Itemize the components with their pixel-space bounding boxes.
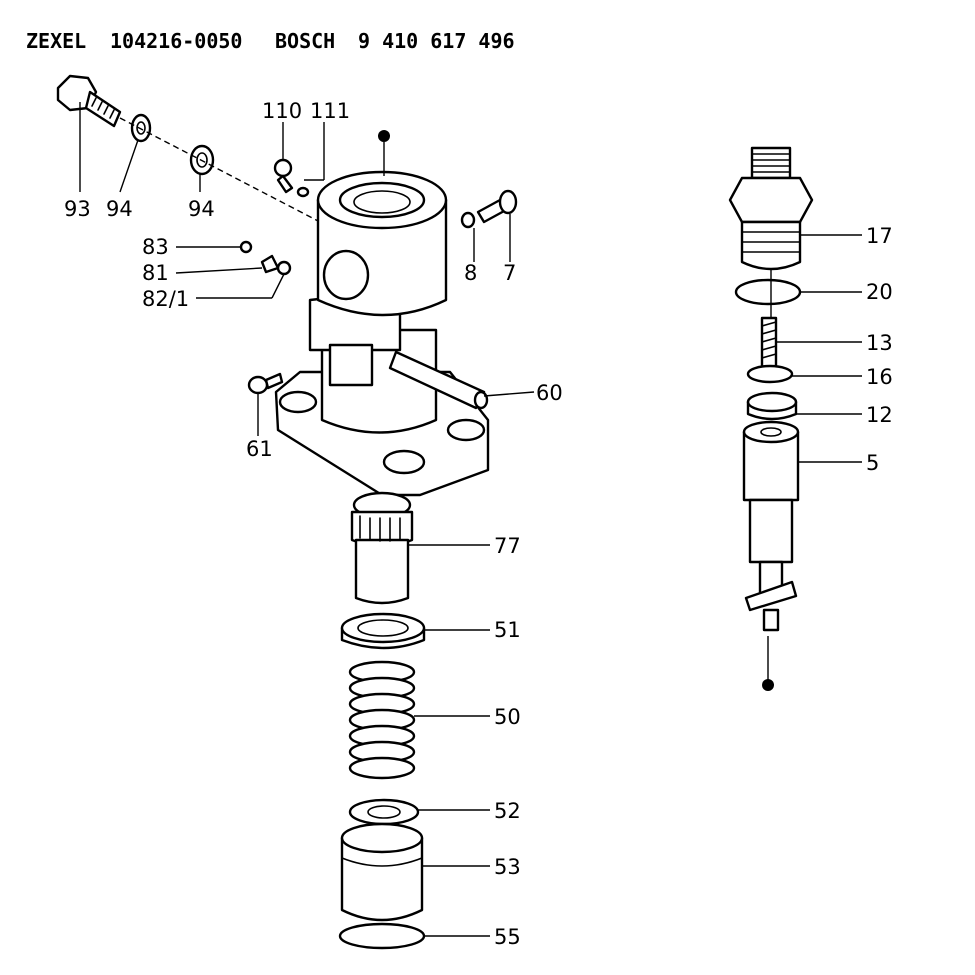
- part-52-lower-seat: [348, 798, 420, 826]
- callout-12: 12: [866, 403, 893, 427]
- callout-94-a: 94: [106, 197, 133, 221]
- part-81-clip: [260, 254, 280, 274]
- part-94-washer-a: [130, 113, 152, 143]
- callout-20: 20: [866, 280, 893, 304]
- part-51-spring-seat: [340, 612, 426, 650]
- part-61-screw: [247, 372, 284, 395]
- leader-lines: [79, 102, 862, 937]
- callout-94-b: 94: [188, 197, 215, 221]
- part-50-plunger-spring: [348, 660, 416, 780]
- part-110-screw: [273, 158, 294, 194]
- part-8-washer: [460, 211, 476, 229]
- part-17-valve-holder: [728, 146, 814, 271]
- callout-61: 61: [246, 437, 273, 461]
- callout-50: 50: [494, 705, 521, 729]
- callout-8: 8: [464, 261, 477, 285]
- callout-17: 17: [866, 224, 893, 248]
- callout-93: 93: [64, 197, 91, 221]
- callout-83: 83: [142, 235, 169, 259]
- part-55-snap-ring: [338, 922, 426, 950]
- header-partno-bosch: 9 410 617 496: [358, 29, 515, 53]
- pump-housing: [274, 170, 490, 497]
- callout-81: 81: [142, 261, 169, 285]
- callout-13: 13: [866, 331, 893, 355]
- callout-110: 110: [262, 99, 302, 123]
- part-16-gasket: [746, 364, 794, 384]
- part-7-screw: [476, 189, 518, 224]
- part-93-banjo-bolt: [56, 74, 122, 128]
- callout-16: 16: [866, 365, 893, 389]
- bottom-reference-dot: [762, 679, 774, 691]
- callout-53: 53: [494, 855, 521, 879]
- callout-111: 111: [310, 99, 350, 123]
- part-53-tappet: [340, 822, 424, 922]
- callout-60: 60: [536, 381, 563, 405]
- callout-7: 7: [503, 261, 516, 285]
- part-13-valve-spring: [760, 316, 778, 370]
- part-77-control-sleeve: [350, 491, 414, 605]
- callout-55: 55: [494, 925, 521, 949]
- callout-82-1: 82/1: [142, 287, 189, 311]
- header-maker-zexel: ZEXEL: [26, 29, 86, 53]
- callout-77: 77: [494, 534, 521, 558]
- part-82-1-nut: [276, 260, 292, 276]
- part-5-plunger-barrel: [742, 420, 800, 632]
- part-20-o-ring: [734, 278, 802, 306]
- part-12-delivery-valve: [746, 391, 798, 421]
- header-partno-zexel: 104216-0050: [110, 29, 242, 53]
- part-111-washer: [296, 186, 310, 198]
- callout-5: 5: [866, 451, 879, 475]
- top-reference-dot: [378, 130, 390, 142]
- callout-52: 52: [494, 799, 521, 823]
- header-maker-bosch: BOSCH: [275, 29, 335, 53]
- part-83-screw: [239, 240, 253, 254]
- callout-51: 51: [494, 618, 521, 642]
